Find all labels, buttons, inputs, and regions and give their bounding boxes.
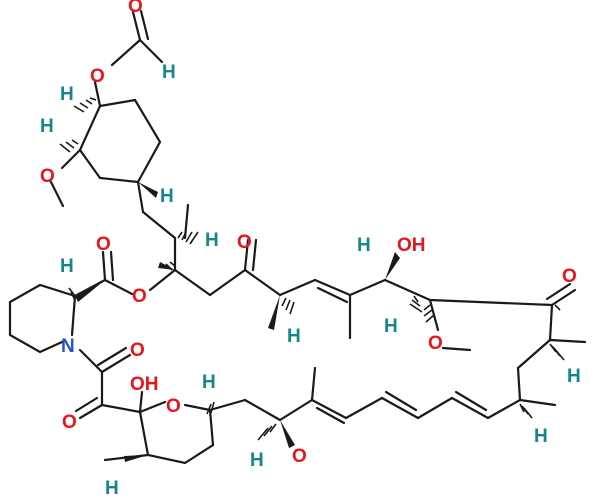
atom-hydrogen-formyl: H (162, 62, 176, 83)
atom-hydrogen-chain-2: H (287, 326, 301, 347)
atom-oxygen-pyran: O (166, 396, 181, 417)
atom-oxygen-ketone-upper: O (237, 232, 252, 253)
atom-hydrogen-ring-3: H (160, 186, 174, 207)
atom-oxygen-ester-carbonyl: O (96, 234, 111, 255)
bond-skeleton (8, 9, 587, 465)
atom-hydrogen-ring-1: H (60, 84, 74, 105)
atom-hydrogen-right-1: H (567, 366, 581, 387)
stereo-hashes (59, 97, 565, 441)
atom-labels: O O O O O O OH O O O O OH O O N H H H H … (40, 0, 581, 499)
atom-nitrogen-pipecolic: N (61, 336, 75, 357)
atom-hydrogen-ring-2: H (40, 116, 54, 137)
atom-hydrogen-pyran-1: H (202, 372, 216, 393)
atom-hydrogen-pipecolic: H (60, 256, 74, 277)
atom-oxygen-keto-lower: O (62, 412, 77, 433)
atom-hydrogen-upper-oh-carbon: H (357, 235, 371, 256)
atom-oxygen-methoxy-ring: O (40, 166, 55, 187)
atom-hydrogen-methoxy-carbon: H (384, 316, 398, 337)
atom-hydroxyl-lower: OH (130, 374, 159, 395)
atom-oxygen-formyl: O (128, 0, 143, 17)
atom-hydrogen-lower-chain: H (250, 450, 264, 471)
atom-oxygen-methoxy-middle: O (428, 333, 443, 354)
atom-hydrogen-chain-1: H (205, 230, 219, 251)
atom-oxygen-ester-link: O (132, 286, 147, 307)
atom-oxygen-ketone-right: O (562, 266, 577, 287)
atom-hydrogen-right-2: H (534, 426, 548, 447)
stereo-wedges (75, 182, 400, 462)
atom-hydrogen-pyran-2: H (105, 478, 119, 499)
atom-oxygen-methoxy-lower: O (292, 446, 307, 467)
atom-hydroxyl-upper: OH (397, 235, 426, 256)
atom-oxygen-amide: O (130, 340, 145, 361)
atom-oxygen-formate-ester: O (90, 66, 105, 87)
